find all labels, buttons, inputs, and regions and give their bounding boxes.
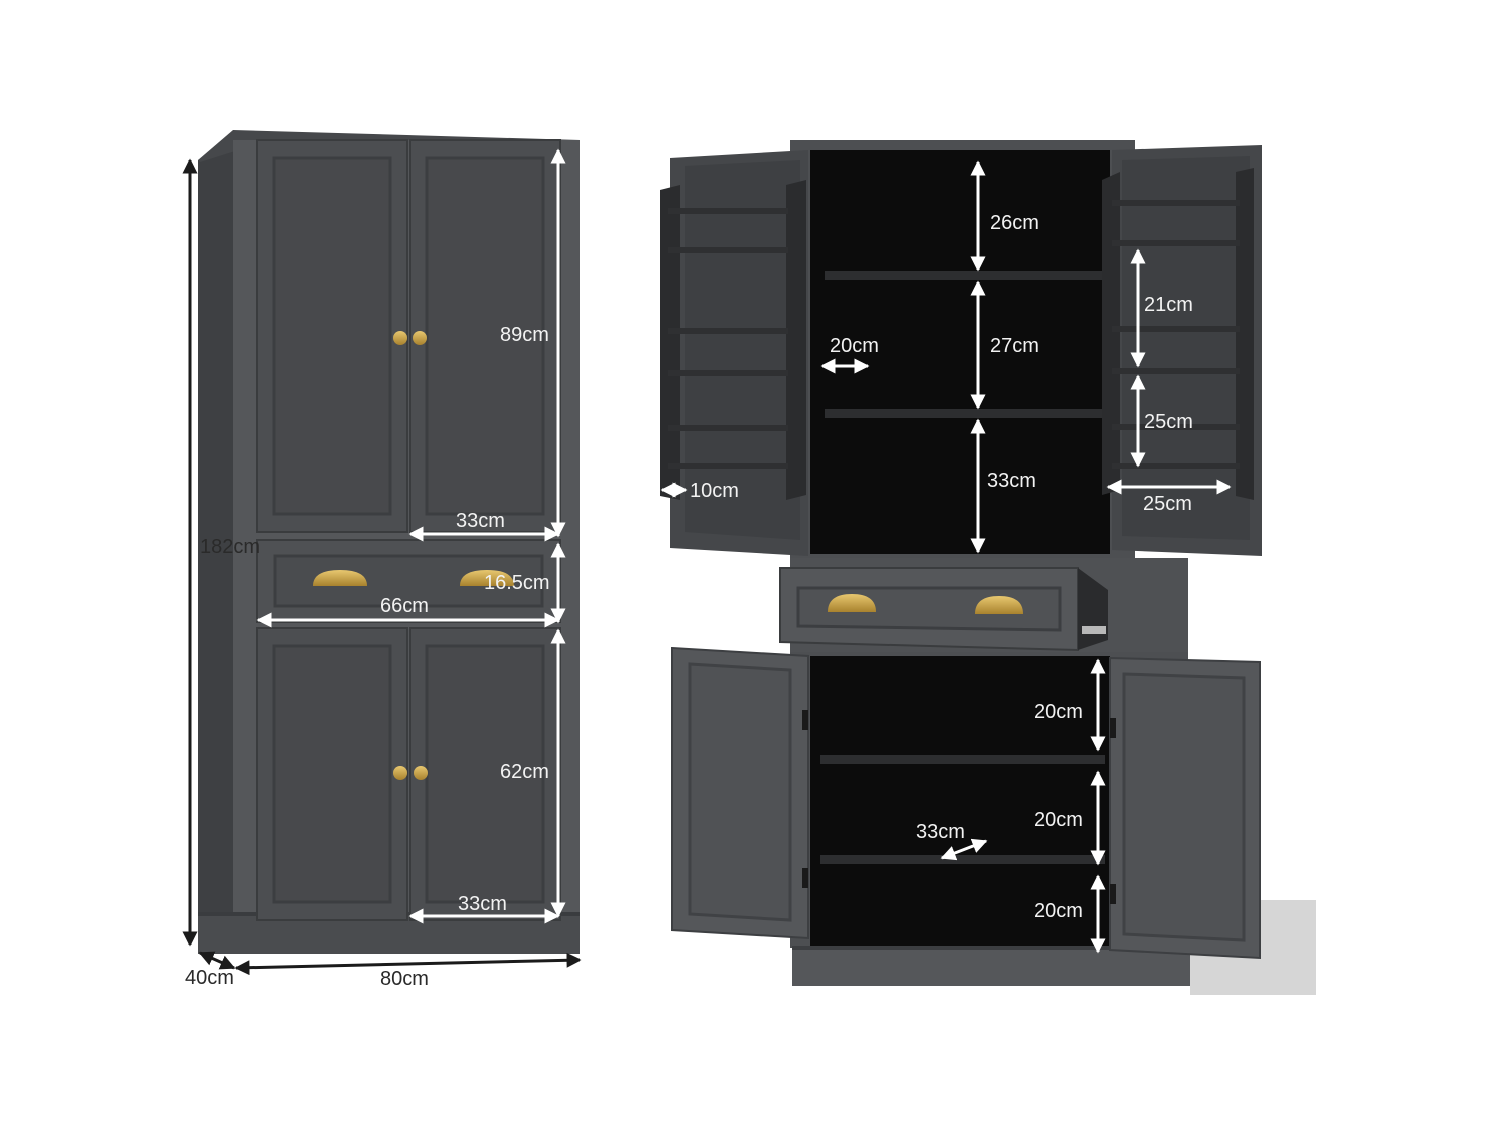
height-label: 182cm bbox=[200, 536, 260, 558]
drawer-height-label: 16.5cm bbox=[484, 572, 550, 594]
cup-pull-handle-icon bbox=[828, 594, 876, 612]
upper-height-label: 89cm bbox=[500, 324, 549, 346]
right-rack-gap-1-label: 21cm bbox=[1144, 294, 1193, 316]
lower-depth-dimension-line bbox=[940, 838, 988, 861]
upper-interior bbox=[810, 150, 1110, 554]
upper-shelf bbox=[825, 409, 1105, 418]
door-knob-icon bbox=[414, 766, 428, 780]
cup-pull-handle-icon bbox=[975, 596, 1023, 614]
upper-depth-label: 20cm bbox=[830, 335, 879, 357]
cabinet-side-face bbox=[198, 140, 233, 948]
right-rack-frame bbox=[1102, 172, 1120, 495]
depth-label: 40cm bbox=[185, 967, 234, 989]
door-knob-icon bbox=[393, 766, 407, 780]
width-dimension-line bbox=[234, 952, 582, 976]
lower-height-label: 62cm bbox=[500, 761, 549, 783]
hinge-icon bbox=[802, 710, 808, 730]
left-rack-frame bbox=[660, 185, 680, 500]
upper-shelf-1-label: 26cm bbox=[990, 212, 1039, 234]
depth-dimension-line bbox=[198, 951, 236, 970]
closed-cabinet: 182cm 40cm 80cm 89cm 33cm 16.5cm 66cm 62… bbox=[182, 130, 582, 990]
hinge-icon bbox=[1110, 718, 1116, 738]
lower-shelf-1-label: 20cm bbox=[1034, 701, 1083, 723]
lower-shelf bbox=[820, 755, 1105, 764]
open-cabinet: 26cm 27cm 33cm 20cm 10cm 21cm 25cm 25cm … bbox=[660, 140, 1316, 995]
width-label: 80cm bbox=[380, 968, 429, 990]
hinge-icon bbox=[1110, 884, 1116, 904]
lower-depth-label: 33cm bbox=[916, 821, 965, 843]
upper-width-label: 33cm bbox=[456, 510, 505, 532]
right-rack-width-label: 25cm bbox=[1143, 493, 1192, 515]
right-rack-gap-2-label: 25cm bbox=[1144, 411, 1193, 433]
lower-shelf bbox=[820, 855, 1105, 864]
door-knob-icon bbox=[413, 331, 427, 345]
left-door-rack-rails bbox=[668, 208, 788, 469]
door-knob-icon bbox=[393, 331, 407, 345]
upper-shelf-3-label: 33cm bbox=[987, 470, 1036, 492]
right-door-rack-rails bbox=[1112, 200, 1240, 469]
upper-shelf-2-label: 27cm bbox=[990, 335, 1039, 357]
drawer-width-label: 66cm bbox=[380, 595, 429, 617]
lower-shelf-3-label: 20cm bbox=[1034, 900, 1083, 922]
upper-shelf bbox=[825, 271, 1105, 280]
cup-pull-handle-icon bbox=[313, 570, 367, 586]
left-rack-depth-label: 10cm bbox=[690, 480, 739, 502]
lower-doors bbox=[256, 627, 561, 921]
hinge-icon bbox=[802, 868, 808, 888]
lower-shelf-2-label: 20cm bbox=[1034, 809, 1083, 831]
lower-interior bbox=[810, 656, 1110, 946]
drawer-runner bbox=[1082, 626, 1106, 634]
upper-doors bbox=[256, 139, 561, 533]
cup-pull-handle-icon bbox=[460, 570, 514, 586]
lower-plinth bbox=[792, 946, 1190, 986]
lower-width-label: 33cm bbox=[458, 893, 507, 915]
